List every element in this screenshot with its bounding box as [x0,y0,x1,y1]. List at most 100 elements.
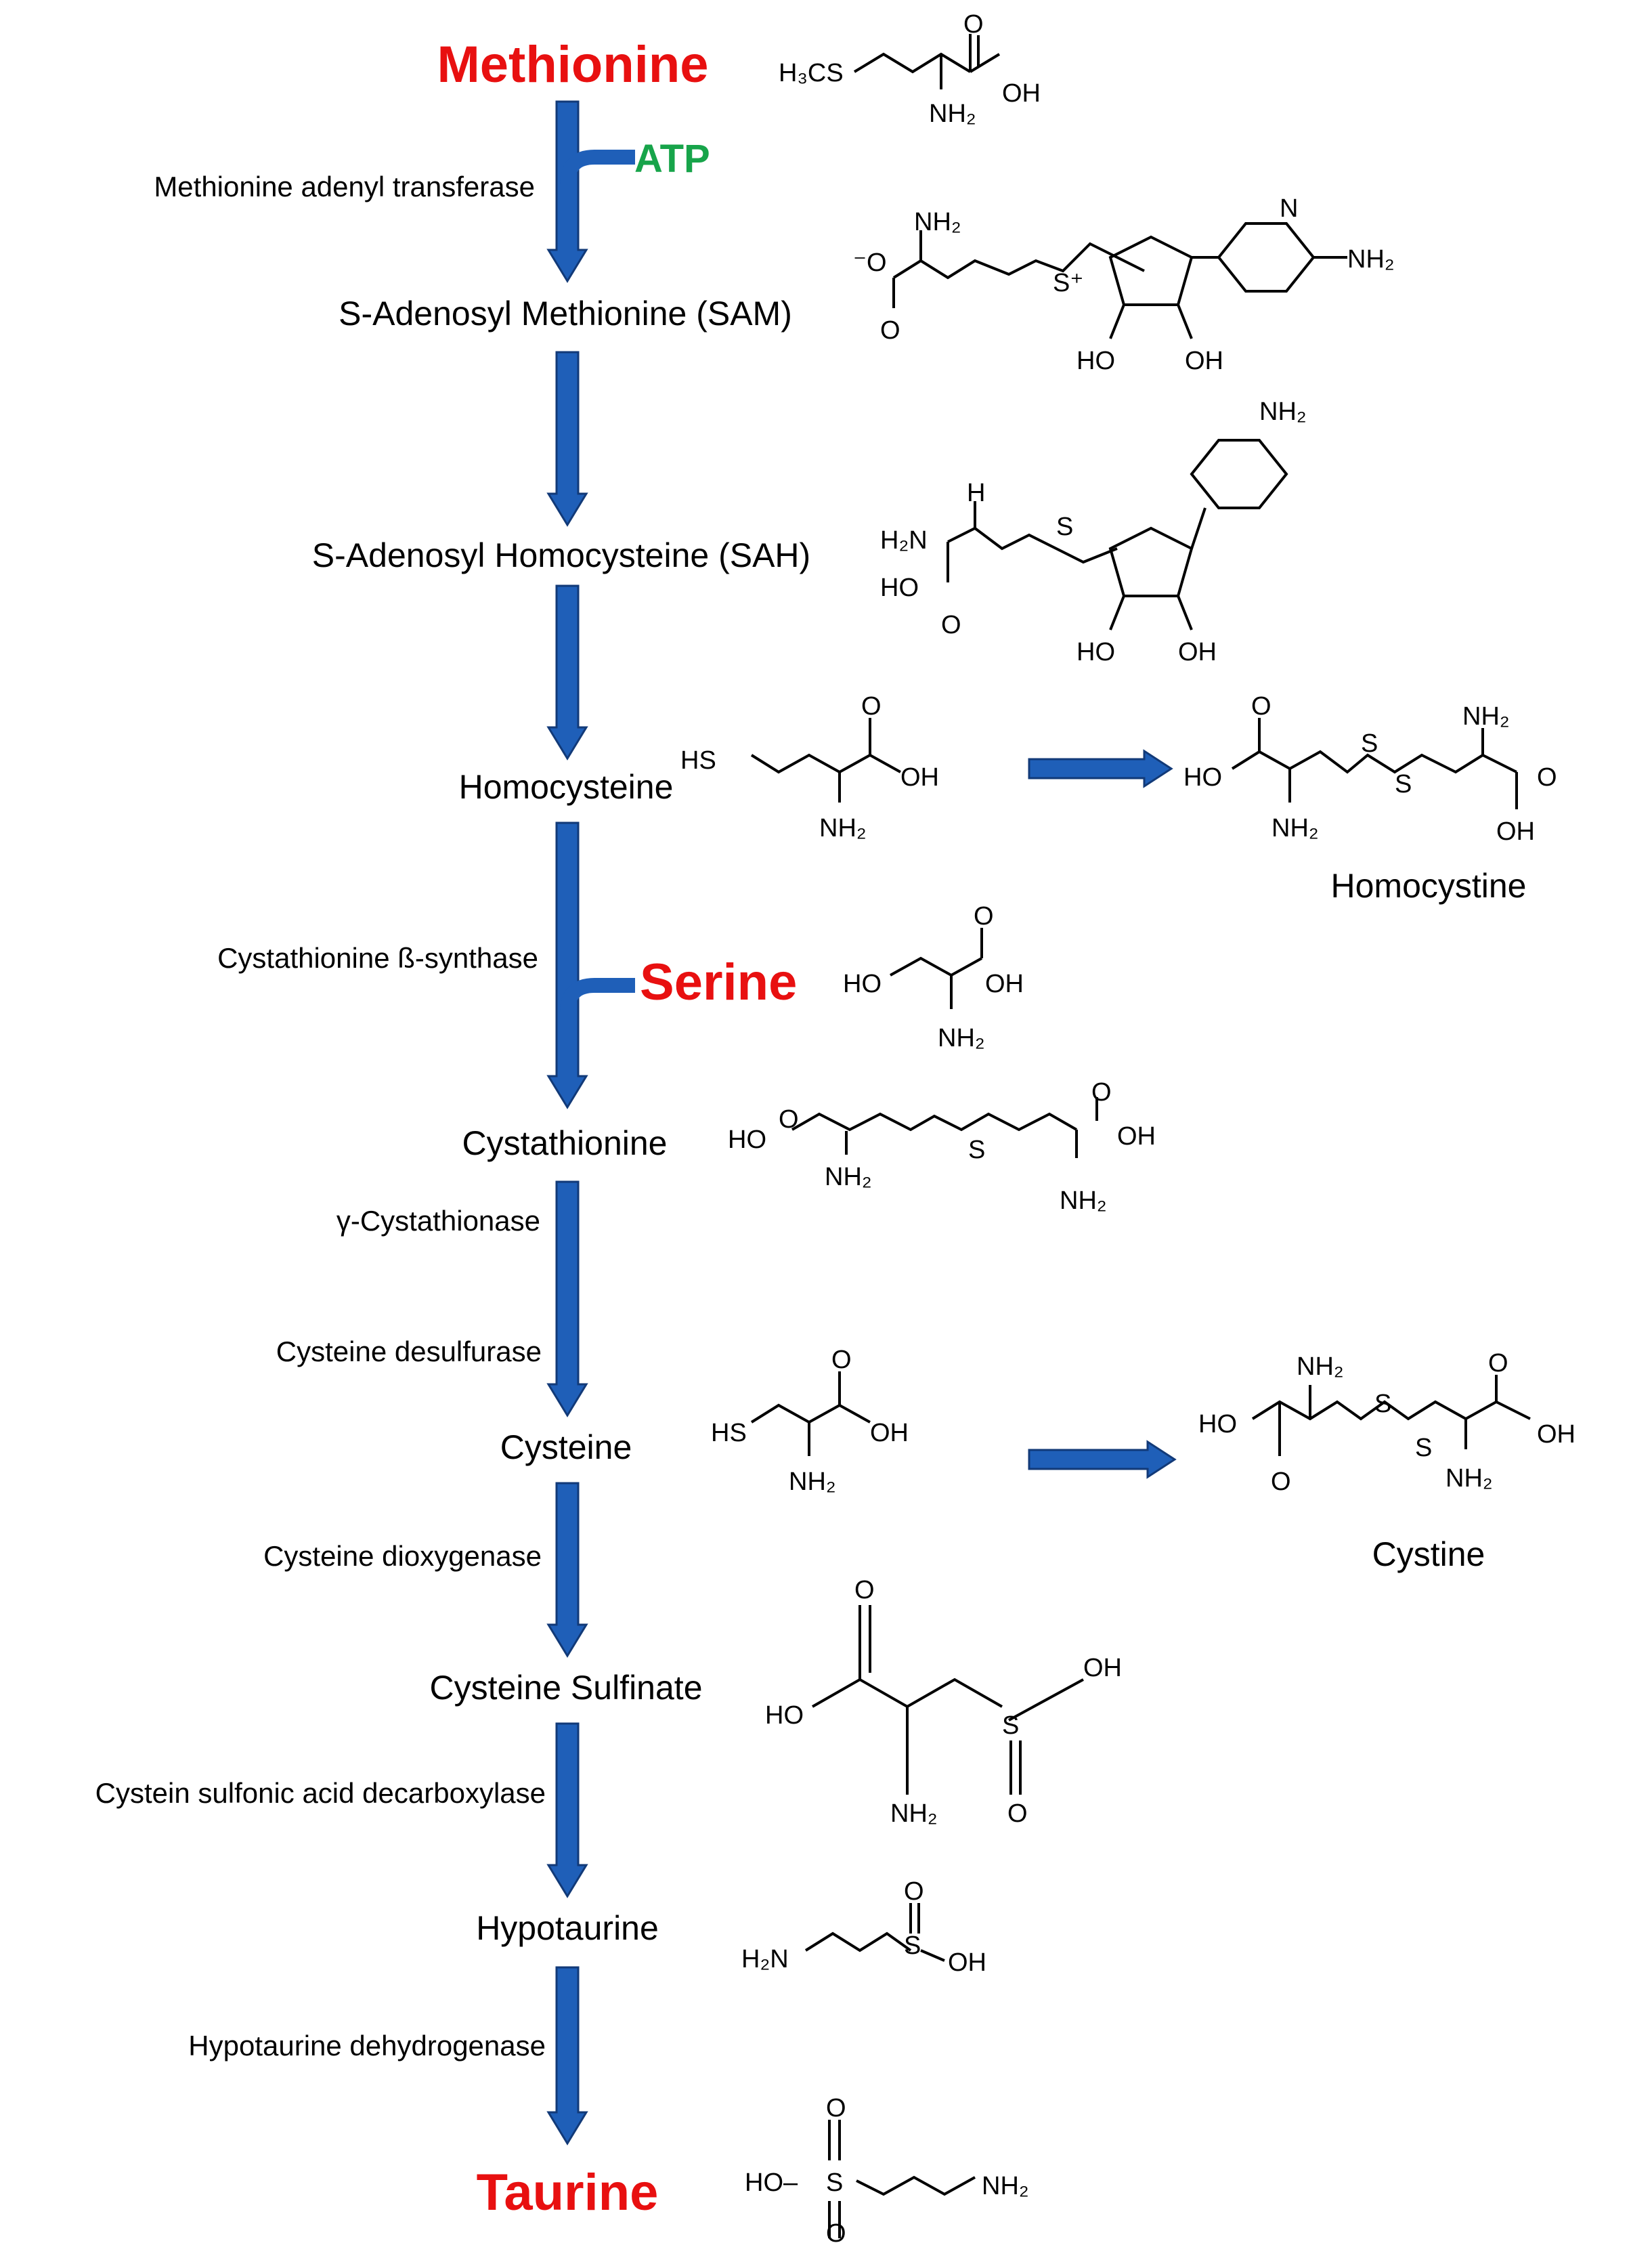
compound-sah: S-Adenosyl Homocysteine (SAH) [311,536,811,574]
enzyme-cystein-sulfonic-acid-decarboxylase: Cystein sulfonic acid decarboxylase [95,1777,546,1809]
structure-sah [947,439,1288,631]
svg-text:OH: OH [870,1419,909,1447]
svg-text:OH: OH [1178,638,1217,666]
side-product-homocystine: Homocystine [1330,867,1527,905]
svg-text:HO: HO [1198,1410,1237,1438]
reaction-arrows [546,100,1177,2145]
svg-text:S: S [1395,770,1412,798]
compound-taurine: Taurine [476,2164,659,2221]
svg-text:O: O [941,611,961,639]
svg-text:⁻O: ⁻O [853,249,887,277]
svg-text:OH: OH [1537,1420,1575,1449]
labels-homocysteine: HS O OH NH₂ [680,692,939,842]
svg-text:O: O [963,10,984,39]
svg-text:NH₂: NH₂ [1271,814,1319,842]
svg-text:O: O [826,2094,846,2122]
svg-text:OH: OH [1117,1122,1156,1151]
structure-hypotaurine [804,1903,945,1962]
svg-text:HO: HO [728,1126,766,1154]
svg-text:N: N [1280,194,1298,223]
structure-methionine [853,34,1001,89]
enzyme-cysteine-desulfurase: Cysteine desulfurase [276,1336,542,1367]
structure-cysteine-sulfinate [812,1605,1084,1795]
svg-text:OH: OH [985,970,1024,998]
compound-methionine: Methionine [437,36,709,93]
svg-text:NH₂: NH₂ [1259,398,1307,426]
svg-text:S: S [1374,1390,1391,1418]
arrow-cysteine-to-cystine [1028,1440,1177,1479]
arrow-sam-to-sah [546,351,588,527]
labels-methionine: H₃CS O OH NH₂ [779,10,1041,128]
compound-homocysteine: Homocysteine [458,768,674,806]
arrow-homocysteine-to-homocystine [1028,749,1173,788]
svg-text:HO: HO [843,970,882,998]
svg-text:O: O [1091,1078,1112,1107]
svg-text:HS: HS [711,1419,747,1447]
arrow-cystathionine-to-cysteine [546,1180,588,1417]
svg-text:O: O [1251,692,1271,721]
structure-homocysteine [750,718,901,803]
structure-cysteine [750,1371,871,1456]
svg-text:HO: HO [1077,638,1115,666]
svg-text:S: S [1361,729,1378,758]
svg-text:HO: HO [765,1701,804,1730]
arrow-sah-to-homocysteine [546,584,588,761]
arrow-hypotaurine-to-taurine [546,1966,588,2145]
enzyme-gamma-cystathionase: γ-Cystathionase [336,1205,540,1237]
labels-cysteine: HS O OH NH₂ [711,1346,909,1496]
svg-text:O: O [1007,1799,1028,1828]
svg-text:OH: OH [1002,79,1041,108]
labels-homocystine: HO O NH₂ S S NH₂ O OH [1183,692,1557,846]
svg-text:H₂N: H₂N [880,526,928,555]
arrow-homocysteine-to-cystathionine [546,821,588,1109]
compound-sam: S-Adenosyl Methionine (SAM) [339,295,792,333]
side-product-cystine: Cystine [1372,1535,1485,1573]
svg-text:O: O [880,316,900,345]
labels-cysteine-sulfinate: HO O S OH O NH₂ [765,1576,1122,1828]
enzyme-methionine-adenyl-transferase: Methionine adenyl transferase [154,171,535,202]
svg-text:S: S [904,1931,921,1960]
svg-text:O: O [904,1877,924,1906]
svg-text:NH₂: NH₂ [914,208,961,236]
svg-text:NH₂: NH₂ [1297,1352,1344,1381]
svg-text:NH₂: NH₂ [1347,245,1395,274]
svg-text:S: S [1056,513,1073,541]
enzyme-cystathionine-beta-synthase: Cystathionine ß-synthase [217,942,538,974]
svg-text:HO: HO [1183,763,1222,792]
svg-text:S: S [1002,1711,1019,1740]
svg-text:OH: OH [1496,817,1535,846]
cofactor-atp: ATP [634,137,710,181]
svg-text:O: O [1271,1468,1291,1496]
svg-text:NH₂: NH₂ [938,1024,985,1052]
compound-hypotaurine: Hypotaurine [476,1909,659,1947]
structure-serine [890,928,983,1009]
svg-text:OH: OH [1083,1654,1122,1682]
compound-cystathionine: Cystathionine [462,1124,668,1162]
arrow-cysteine-to-sulfinate [546,1482,588,1658]
labels-cystine: HO O NH₂ S S O OH NH₂ [1198,1349,1575,1496]
labels-serine: HO O OH NH₂ [843,902,1024,1052]
svg-text:NH₂: NH₂ [789,1468,836,1496]
structure-cystathionine [791,1097,1098,1158]
labels-taurine: HO– O S O NH₂ [745,2094,1029,2243]
labels-cystathionine: HO O NH₂ S O OH NH₂ [728,1078,1156,1215]
svg-text:NH₂: NH₂ [819,814,867,842]
serine-entry-hook [560,978,635,1040]
svg-text:S: S [826,2169,843,2197]
labels-sah: H₂N H HO O S NH₂ HO OH [880,398,1307,666]
svg-text:HO: HO [1077,347,1115,375]
svg-text:HO–: HO– [745,2169,798,2197]
structure-taurine [828,2120,976,2238]
arrow-sulfinate-to-hypotaurine [546,1722,588,1898]
svg-text:OH: OH [900,763,939,792]
labels-sam: ⁻O O NH₂ S⁺ NH₂ N HO OH [853,194,1395,375]
labels-hypotaurine: H₂N O S OH [741,1877,986,1977]
svg-text:O: O [831,1346,852,1374]
svg-text:H₂N: H₂N [741,1945,789,1973]
enzyme-hypotaurine-dehydrogenase: Hypotaurine dehydrogenase [188,2030,546,2062]
svg-text:OH: OH [948,1948,986,1977]
svg-text:O: O [826,2219,846,2243]
compound-cysteine-sulfinate: Cysteine Sulfinate [429,1669,703,1707]
svg-text:NH₂: NH₂ [1462,702,1510,731]
